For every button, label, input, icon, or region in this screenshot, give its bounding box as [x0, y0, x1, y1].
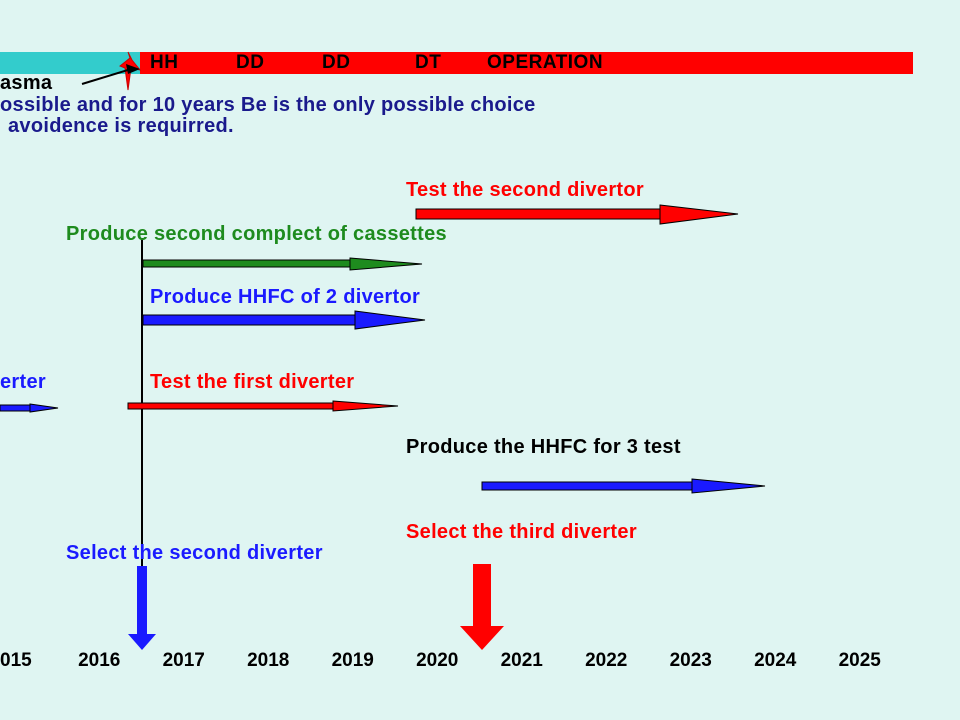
- select-first-arrow: [0, 403, 59, 413]
- year-label: 2018: [247, 650, 290, 671]
- phase-dd-2: DD: [322, 52, 351, 73]
- year-label: 2020: [416, 650, 459, 671]
- year-axis: 015 2016 2017 2018 2019 2020 2021 2022 2…: [0, 650, 902, 672]
- pointer-arrowhead: [126, 64, 140, 74]
- produce-cassettes-label: Produce second complect of cassettes: [66, 223, 447, 245]
- select-third-down-arrow: [460, 564, 504, 650]
- phase-dd-1: DD: [236, 52, 265, 73]
- test-first-label: Test the first diverter: [150, 371, 355, 393]
- year-label: 2019: [331, 650, 374, 671]
- year-label: 2024: [754, 650, 797, 671]
- plasma-label: asma: [0, 72, 53, 94]
- select-second-label: Select the second diverter: [66, 542, 323, 564]
- intro-line-1: ossible and for 10 years Be is the only …: [0, 94, 536, 116]
- produce-hhfc3-arrow: [481, 478, 766, 494]
- produce-hhfc2-arrow: [142, 310, 426, 330]
- select-first-label: erter: [0, 371, 46, 393]
- select-second-down-arrow: [128, 566, 156, 650]
- produce-hhfc3-label: Produce the HHFC for 3 test: [406, 436, 681, 458]
- select-third-label: Select the third diverter: [406, 521, 637, 543]
- phase-operation: OPERATION: [487, 52, 604, 73]
- plasma-phase-bar: [0, 52, 140, 74]
- pointer-line: [81, 69, 129, 85]
- year-label: 2016: [78, 650, 121, 671]
- year-label: 2023: [669, 650, 712, 671]
- year-label: 2022: [585, 650, 628, 671]
- year-label: 015: [0, 650, 32, 671]
- produce-cassettes-arrow: [142, 257, 423, 271]
- operation-phase-bar: [140, 52, 913, 74]
- phase-labels: HH DD DD DT OPERATION: [150, 52, 603, 74]
- year-label: 2021: [500, 650, 543, 671]
- intro-line-2: avoidence is requirred.: [8, 115, 234, 137]
- year-label: 2025: [838, 650, 881, 671]
- test-second-label: Test the second divertor: [406, 179, 644, 201]
- test-first-arrow: [127, 400, 399, 412]
- test-second-arrow: [415, 204, 739, 225]
- produce-hhfc2-label: Produce HHFC of 2 divertor: [150, 286, 421, 308]
- phase-dt: DT: [415, 52, 442, 73]
- phase-hh: HH: [150, 52, 179, 73]
- year-label: 2017: [162, 650, 205, 671]
